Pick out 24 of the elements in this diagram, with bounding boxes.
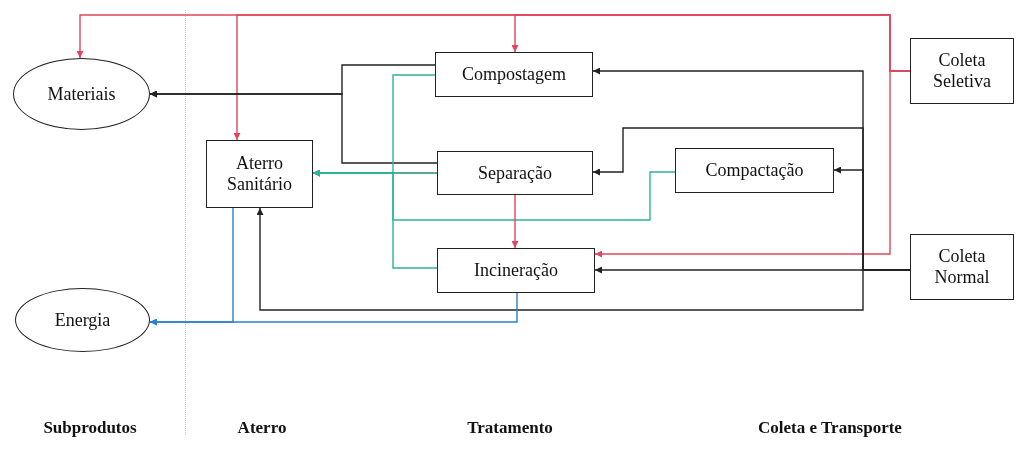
column-heading: Aterro [237,418,287,438]
column-heading: Subprodutos [43,418,137,438]
node-label: Compostagem [462,64,566,85]
node-label: Compactação [705,160,804,181]
process-box [435,52,593,97]
node-label: Coleta Normal [933,246,991,288]
column-heading: Tratamento [467,418,553,438]
node-label: Aterro Sanitário [226,153,293,195]
process-box [910,234,1014,300]
process-box [910,38,1014,104]
process-box [675,148,834,193]
node-label: Energia [54,309,111,331]
node-label: Incineração [474,260,558,281]
arrow [149,207,234,326]
process-box [206,140,313,208]
process-box [437,248,595,293]
node-label: Separação [478,162,552,184]
arrow [312,169,438,269]
column-heading: Coleta e Transporte [758,418,902,438]
arrow [511,194,519,249]
node-label: Materiais [47,83,116,105]
arrow [149,90,438,164]
node-label: Coleta Seletiva [932,50,992,92]
process-box [437,151,593,195]
